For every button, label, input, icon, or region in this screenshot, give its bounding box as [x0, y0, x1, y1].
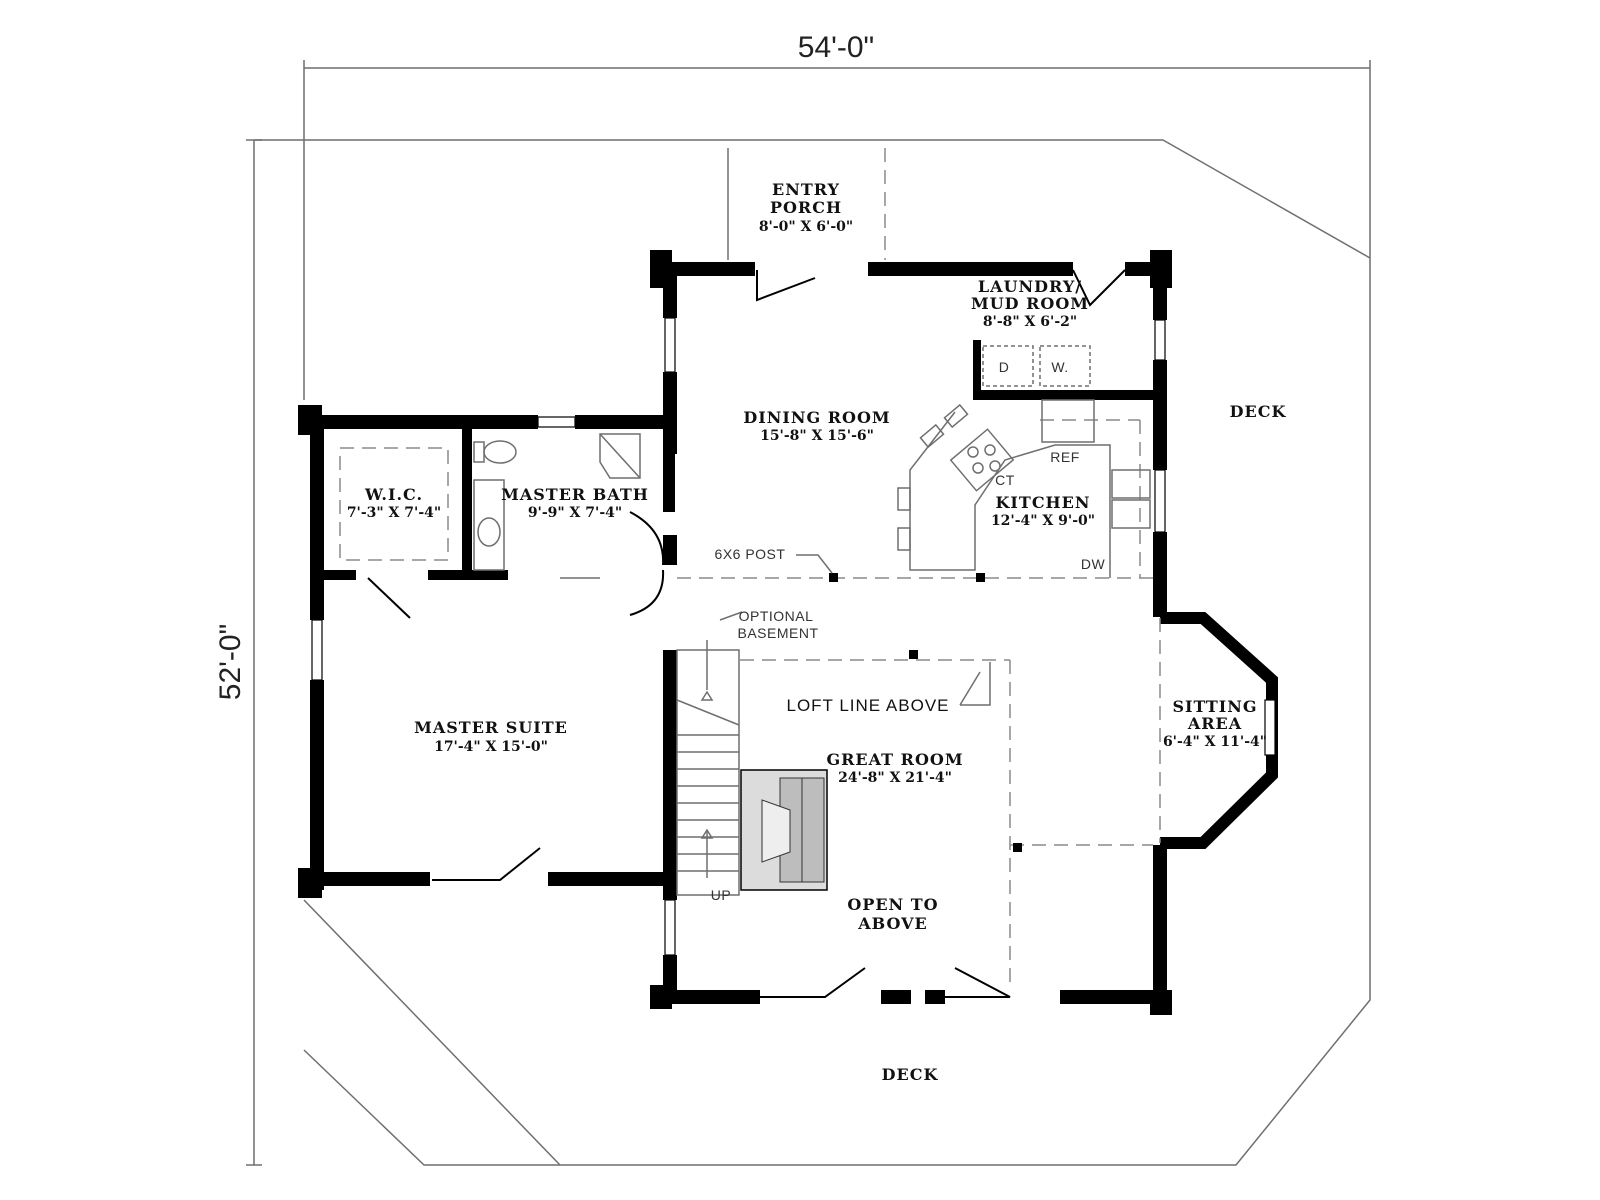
wic-label: W.I.C. 7'-3" X 7'-4" — [347, 485, 441, 521]
bath-fixtures — [473, 433, 641, 579]
post-marker — [976, 573, 985, 582]
dryer-label: D — [999, 359, 1010, 375]
stair-treads — [676, 699, 740, 872]
dimension-lines — [246, 60, 1371, 1166]
master-suite-label: MASTER SUITE 17'-4" X 15'-0" — [414, 718, 568, 755]
master-bath-size: 9'-9" X 7'-4" — [528, 505, 622, 521]
deck-south-label: DECK — [882, 1065, 939, 1084]
great-room-label: GREAT ROOM 24'-8" X 21'-4" — [826, 750, 963, 786]
stair-up-note: UP — [711, 887, 731, 903]
open-to-above-1: OPEN TO — [847, 895, 938, 914]
kitchen-fixtures — [897, 345, 1151, 578]
dining-room-name: DINING ROOM — [743, 408, 890, 427]
wic-size: 7'-3" X 7'-4" — [347, 505, 441, 521]
deck-outline-southwest — [303, 899, 561, 1166]
great-room-size: 24'-8" X 21'-4" — [838, 770, 952, 786]
entry-porch-label: ENTRY PORCH 8'-0" X 6'-0" — [759, 180, 853, 235]
dining-room-label: DINING ROOM 15'-8" X 15'-6" — [743, 408, 890, 444]
fireplace — [740, 769, 828, 891]
basement-note-1: OPTIONAL — [739, 608, 814, 624]
deck-outline-northeast — [303, 139, 1371, 1166]
master-bath-label: MASTER BATH 9'-9" X 7'-4" — [501, 485, 649, 521]
sitting-area-name-1: SITTING — [1172, 697, 1257, 716]
entry-porch-name-2: PORCH — [770, 198, 842, 217]
cooktop-label: CT — [995, 472, 1015, 488]
loft-leader-line-2 — [959, 671, 981, 706]
ref-label: REF — [1050, 449, 1080, 465]
laundry-label: LAUNDRY/ MUD ROOM 8'-8" X 6'-2" D W. — [971, 277, 1089, 375]
deck-east-label: DECK — [1230, 402, 1287, 421]
post-marker — [1013, 843, 1022, 852]
washer-label: W. — [1051, 359, 1068, 375]
post-leader-line — [796, 554, 833, 574]
dishwasher-label: DW — [1081, 556, 1106, 572]
loft-line-note: LOFT LINE ABOVE — [786, 696, 949, 715]
stair — [676, 611, 743, 896]
basement-note-2: BASEMENT — [737, 625, 818, 641]
kitchen-label: REF CT KITCHEN 12'-4" X 9'-0" DW — [991, 449, 1106, 572]
post-marker — [829, 573, 838, 582]
kitchen-name: KITCHEN — [996, 493, 1091, 512]
overall-width-dimension: 54'-0" — [798, 31, 874, 64]
master-suite-size: 17'-4" X 15'-0" — [434, 739, 548, 755]
loft-leader-line — [960, 662, 991, 706]
walls — [298, 250, 1278, 1015]
laundry-size: 8'-8" X 6'-2" — [983, 314, 1077, 330]
dining-room-size: 15'-8" X 15'-6" — [760, 428, 874, 444]
sitting-area-size: 6'-4" X 11'-4" — [1163, 734, 1267, 750]
master-bath-name: MASTER BATH — [501, 485, 649, 504]
sitting-area-name-2: AREA — [1187, 714, 1242, 733]
open-to-above-2: ABOVE — [857, 914, 928, 933]
doors — [367, 269, 1126, 998]
kitchen-size: 12'-4" X 9'-0" — [991, 513, 1095, 529]
overall-depth-dimension: 52'-0" — [214, 624, 247, 700]
post-note: 6X6 POST — [715, 546, 786, 562]
windows — [311, 317, 1276, 956]
laundry-name-1: LAUNDRY/ — [978, 277, 1082, 296]
post-marker — [909, 650, 918, 659]
dashed-lines — [339, 419, 1161, 990]
entry-porch-name-1: ENTRY — [772, 180, 840, 199]
laundry-name-2: MUD ROOM — [971, 294, 1089, 313]
entry-porch-size: 8'-0" X 6'-0" — [759, 219, 853, 235]
wic-name: W.I.C. — [364, 485, 423, 504]
sitting-area-label: SITTING AREA 6'-4" X 11'-4" — [1163, 697, 1267, 750]
master-suite-name: MASTER SUITE — [414, 718, 568, 737]
great-room-name: GREAT ROOM — [826, 750, 963, 769]
